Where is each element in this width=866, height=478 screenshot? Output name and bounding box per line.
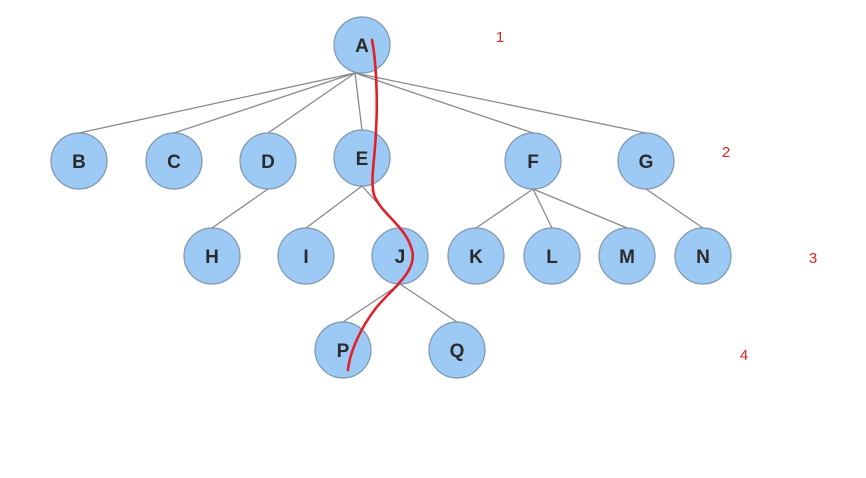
edge-A-E bbox=[354, 72, 363, 131]
node-circle bbox=[523, 227, 581, 285]
edge-D-H bbox=[211, 188, 269, 229]
edge-F-K bbox=[475, 188, 534, 229]
node-label: K bbox=[469, 247, 483, 268]
node-circle bbox=[277, 227, 335, 285]
node-label: C bbox=[167, 152, 181, 173]
node-label: G bbox=[639, 152, 654, 173]
tree-node-c: C bbox=[145, 132, 203, 190]
tree-node-i: I bbox=[277, 227, 335, 285]
node-circle bbox=[674, 227, 732, 285]
highlighted-path-line bbox=[346, 38, 415, 372]
node-circle bbox=[239, 132, 297, 190]
edge-A-B bbox=[78, 72, 356, 134]
tree-node-f: F bbox=[504, 132, 562, 190]
level-number-4: 4 bbox=[740, 347, 748, 364]
edge-F-L bbox=[532, 188, 553, 229]
level-number-2: 2 bbox=[722, 144, 730, 161]
edge-A-C bbox=[173, 72, 356, 134]
node-circle bbox=[504, 132, 562, 190]
tree-node-e: E bbox=[333, 129, 391, 187]
node-label: I bbox=[303, 247, 308, 268]
edge-G-N bbox=[645, 188, 704, 229]
edge-F-M bbox=[532, 188, 628, 229]
node-label: Q bbox=[450, 341, 465, 362]
node-circle bbox=[428, 321, 486, 379]
node-label: F bbox=[527, 152, 539, 173]
node-label: H bbox=[205, 247, 219, 268]
edge-E-I bbox=[305, 185, 363, 229]
node-circle bbox=[598, 227, 656, 285]
node-circle bbox=[50, 132, 108, 190]
edge-A-D bbox=[267, 72, 356, 134]
tree-node-j: J bbox=[371, 227, 429, 285]
node-label: A bbox=[355, 36, 369, 57]
node-label: N bbox=[696, 247, 710, 268]
node-label: M bbox=[619, 247, 635, 268]
edge-J-Q bbox=[399, 283, 458, 323]
tree-node-m: M bbox=[598, 227, 656, 285]
tree-node-a: A bbox=[333, 16, 391, 74]
tree-node-g: G bbox=[617, 132, 675, 190]
tree-node-d: D bbox=[239, 132, 297, 190]
node-circle bbox=[314, 321, 372, 379]
node-label: B bbox=[72, 152, 86, 173]
tree-node-n: N bbox=[674, 227, 732, 285]
level-number-3: 3 bbox=[809, 250, 817, 267]
tree-edges bbox=[78, 72, 704, 323]
node-label: L bbox=[546, 247, 558, 268]
node-label: E bbox=[356, 149, 369, 170]
tree-node-h: H bbox=[183, 227, 241, 285]
edge-A-F bbox=[354, 72, 534, 134]
node-circle bbox=[145, 132, 203, 190]
node-label: P bbox=[337, 341, 350, 362]
node-circle bbox=[183, 227, 241, 285]
level-number-1: 1 bbox=[496, 29, 504, 46]
tree-nodes: A B C D E F G H I J K L M N P Q bbox=[50, 16, 732, 379]
edge-A-G bbox=[354, 72, 647, 134]
node-circle bbox=[447, 227, 505, 285]
tree-node-b: B bbox=[50, 132, 108, 190]
tree-node-q: Q bbox=[428, 321, 486, 379]
tree-node-p: P bbox=[314, 321, 372, 379]
node-circle bbox=[617, 132, 675, 190]
tree-node-k: K bbox=[447, 227, 505, 285]
edge-J-P bbox=[342, 283, 401, 323]
level-numbers: 1 2 3 4 bbox=[496, 29, 817, 364]
node-label: D bbox=[261, 152, 275, 173]
tree-node-l: L bbox=[523, 227, 581, 285]
node-label: J bbox=[395, 247, 406, 268]
